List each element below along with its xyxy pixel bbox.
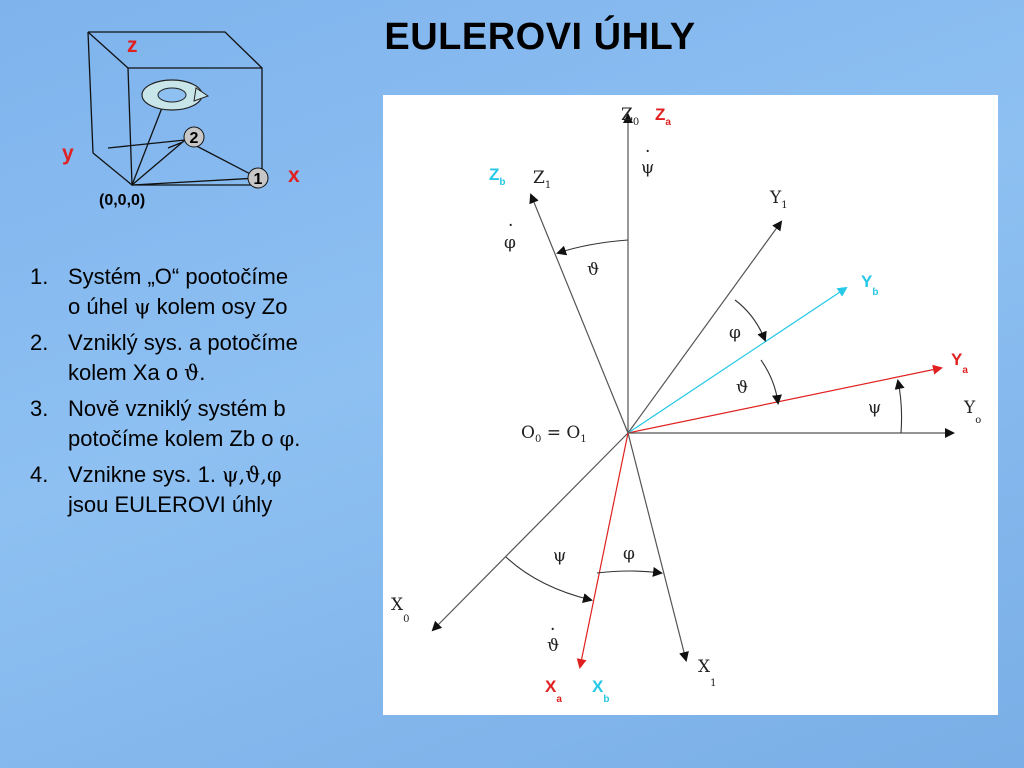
- axis-z1: [529, 193, 629, 434]
- axis-xa: [576, 432, 629, 669]
- cube-arc: [167, 141, 184, 149]
- cube-point-1: 1: [247, 167, 269, 189]
- arc-psi-y: [894, 379, 905, 434]
- dot-psi: ·: [645, 142, 650, 162]
- arc-theta-z: [556, 239, 629, 256]
- step-line2-b: kolem osy Zo: [150, 294, 288, 319]
- arc-psi-x: [505, 556, 593, 603]
- label-z1: Z1: [533, 168, 551, 191]
- label-ya: Ya: [951, 350, 968, 376]
- list-item: 3. Nově vzniklý systém b potočíme kolem …: [30, 394, 380, 454]
- step-line2-b: .: [199, 360, 206, 385]
- list-item: 4. Vznikne sys. 1. ψ,ϑ,φ jsou EULEROVI ú…: [30, 460, 380, 520]
- label-xa: Xa: [545, 677, 562, 705]
- label-y0: Yo: [963, 398, 981, 426]
- step-line1: Systém „O“ pootočíme: [68, 264, 289, 289]
- cube-axis-z: z: [127, 34, 138, 57]
- slide-title: EULEROVI ÚHLY: [384, 16, 696, 58]
- label-phi-x: φ: [623, 544, 635, 564]
- label-x0: X0: [391, 595, 409, 625]
- dot-phi: ·: [508, 216, 513, 236]
- label-theta-dot: ϑ: [547, 636, 559, 656]
- label-za: Za: [655, 105, 671, 128]
- cube-point-2: 2: [183, 126, 205, 148]
- step-number: 4.: [30, 462, 49, 487]
- step-line1: Vzniklý sys. a potočíme: [68, 330, 298, 355]
- steps-list: 1. Systém „O“ pootočíme o úhel ψ kolem o…: [30, 262, 380, 526]
- label-psi-dot: ψ: [641, 158, 654, 178]
- cube-diagram: 2 1 z y x (0,0,0): [62, 31, 300, 209]
- step-symbol: ϑ: [184, 361, 200, 385]
- axis-x1: [627, 432, 689, 662]
- step-number: 1.: [30, 264, 49, 289]
- step-symbol: ψ: [134, 295, 151, 319]
- cube-vector-3: [131, 99, 166, 186]
- label-z0: Z0: [621, 105, 639, 128]
- cube-origin-label: (0,0,0): [99, 192, 145, 209]
- cube-edge: [87, 31, 129, 69]
- point-1-label: 1: [254, 171, 263, 188]
- axis-x0: [431, 432, 629, 632]
- step-line1: Nově vzniklý systém b: [68, 396, 286, 421]
- step-line2-a: kolem Xa o: [68, 360, 185, 385]
- axis-yb: [627, 286, 848, 434]
- step-line2-b: .: [294, 426, 301, 451]
- cube-vector-2: [131, 139, 186, 186]
- arc-theta-y: [760, 359, 782, 405]
- label-psi-x: ψ: [553, 546, 566, 566]
- euler-axes-diagram: O0 = O1 Z0 Za Z1 Zb Y1 Yb Ya Yo X0 X1 Xa…: [391, 105, 981, 705]
- label-phi-dot: φ: [504, 233, 516, 253]
- arc-phi-x: [596, 566, 663, 577]
- label-theta-z: ϑ: [587, 260, 599, 280]
- list-item: 2. Vzniklý sys. a potočíme kolem Xa o ϑ.: [30, 328, 380, 388]
- step-line2-a: o úhel: [68, 294, 135, 319]
- step-symbol: ψ,ϑ,φ: [222, 463, 282, 487]
- origin-label: O0 = O1: [521, 423, 587, 445]
- step-line1: Vznikne sys. 1.: [68, 462, 223, 487]
- cube-y-line: [107, 139, 186, 149]
- cube-edge: [87, 31, 94, 154]
- label-y1: Y1: [769, 188, 788, 211]
- step-line2-a: potočíme kolem Zb o: [68, 426, 280, 451]
- rotation-arrow-icon: [141, 79, 210, 111]
- arc-phi-y: [734, 299, 767, 342]
- step-symbol: φ: [279, 427, 295, 451]
- list-item: 1. Systém „O“ pootočíme o úhel ψ kolem o…: [30, 262, 380, 322]
- cube-edge: [92, 152, 133, 186]
- cube-axis-x: x: [288, 164, 300, 187]
- label-theta-y: ϑ: [736, 378, 748, 398]
- label-yb: Yb: [861, 272, 878, 298]
- step-number: 3.: [30, 396, 49, 421]
- step-number: 2.: [30, 330, 49, 355]
- axis-ya: [627, 364, 943, 434]
- label-psi-y: ψ: [868, 398, 881, 418]
- euler-diagram-panel: O0 = O1 Z0 Za Z1 Zb Y1 Yb Ya Yo X0 X1 Xa…: [383, 95, 998, 715]
- label-phi-y: φ: [729, 323, 741, 343]
- label-zb: Zb: [489, 165, 506, 188]
- cube-back-face: [88, 31, 263, 69]
- cube-axis-y: y: [62, 142, 74, 165]
- step-line2-a: jsou EULEROVI úhly: [68, 492, 273, 517]
- label-xb: Xb: [592, 677, 609, 705]
- cube-vector-1: [131, 177, 259, 186]
- point-2-label: 2: [190, 130, 199, 147]
- dot-theta: ·: [550, 620, 555, 640]
- label-x1: X1: [698, 657, 716, 689]
- axis-y1: [627, 220, 783, 434]
